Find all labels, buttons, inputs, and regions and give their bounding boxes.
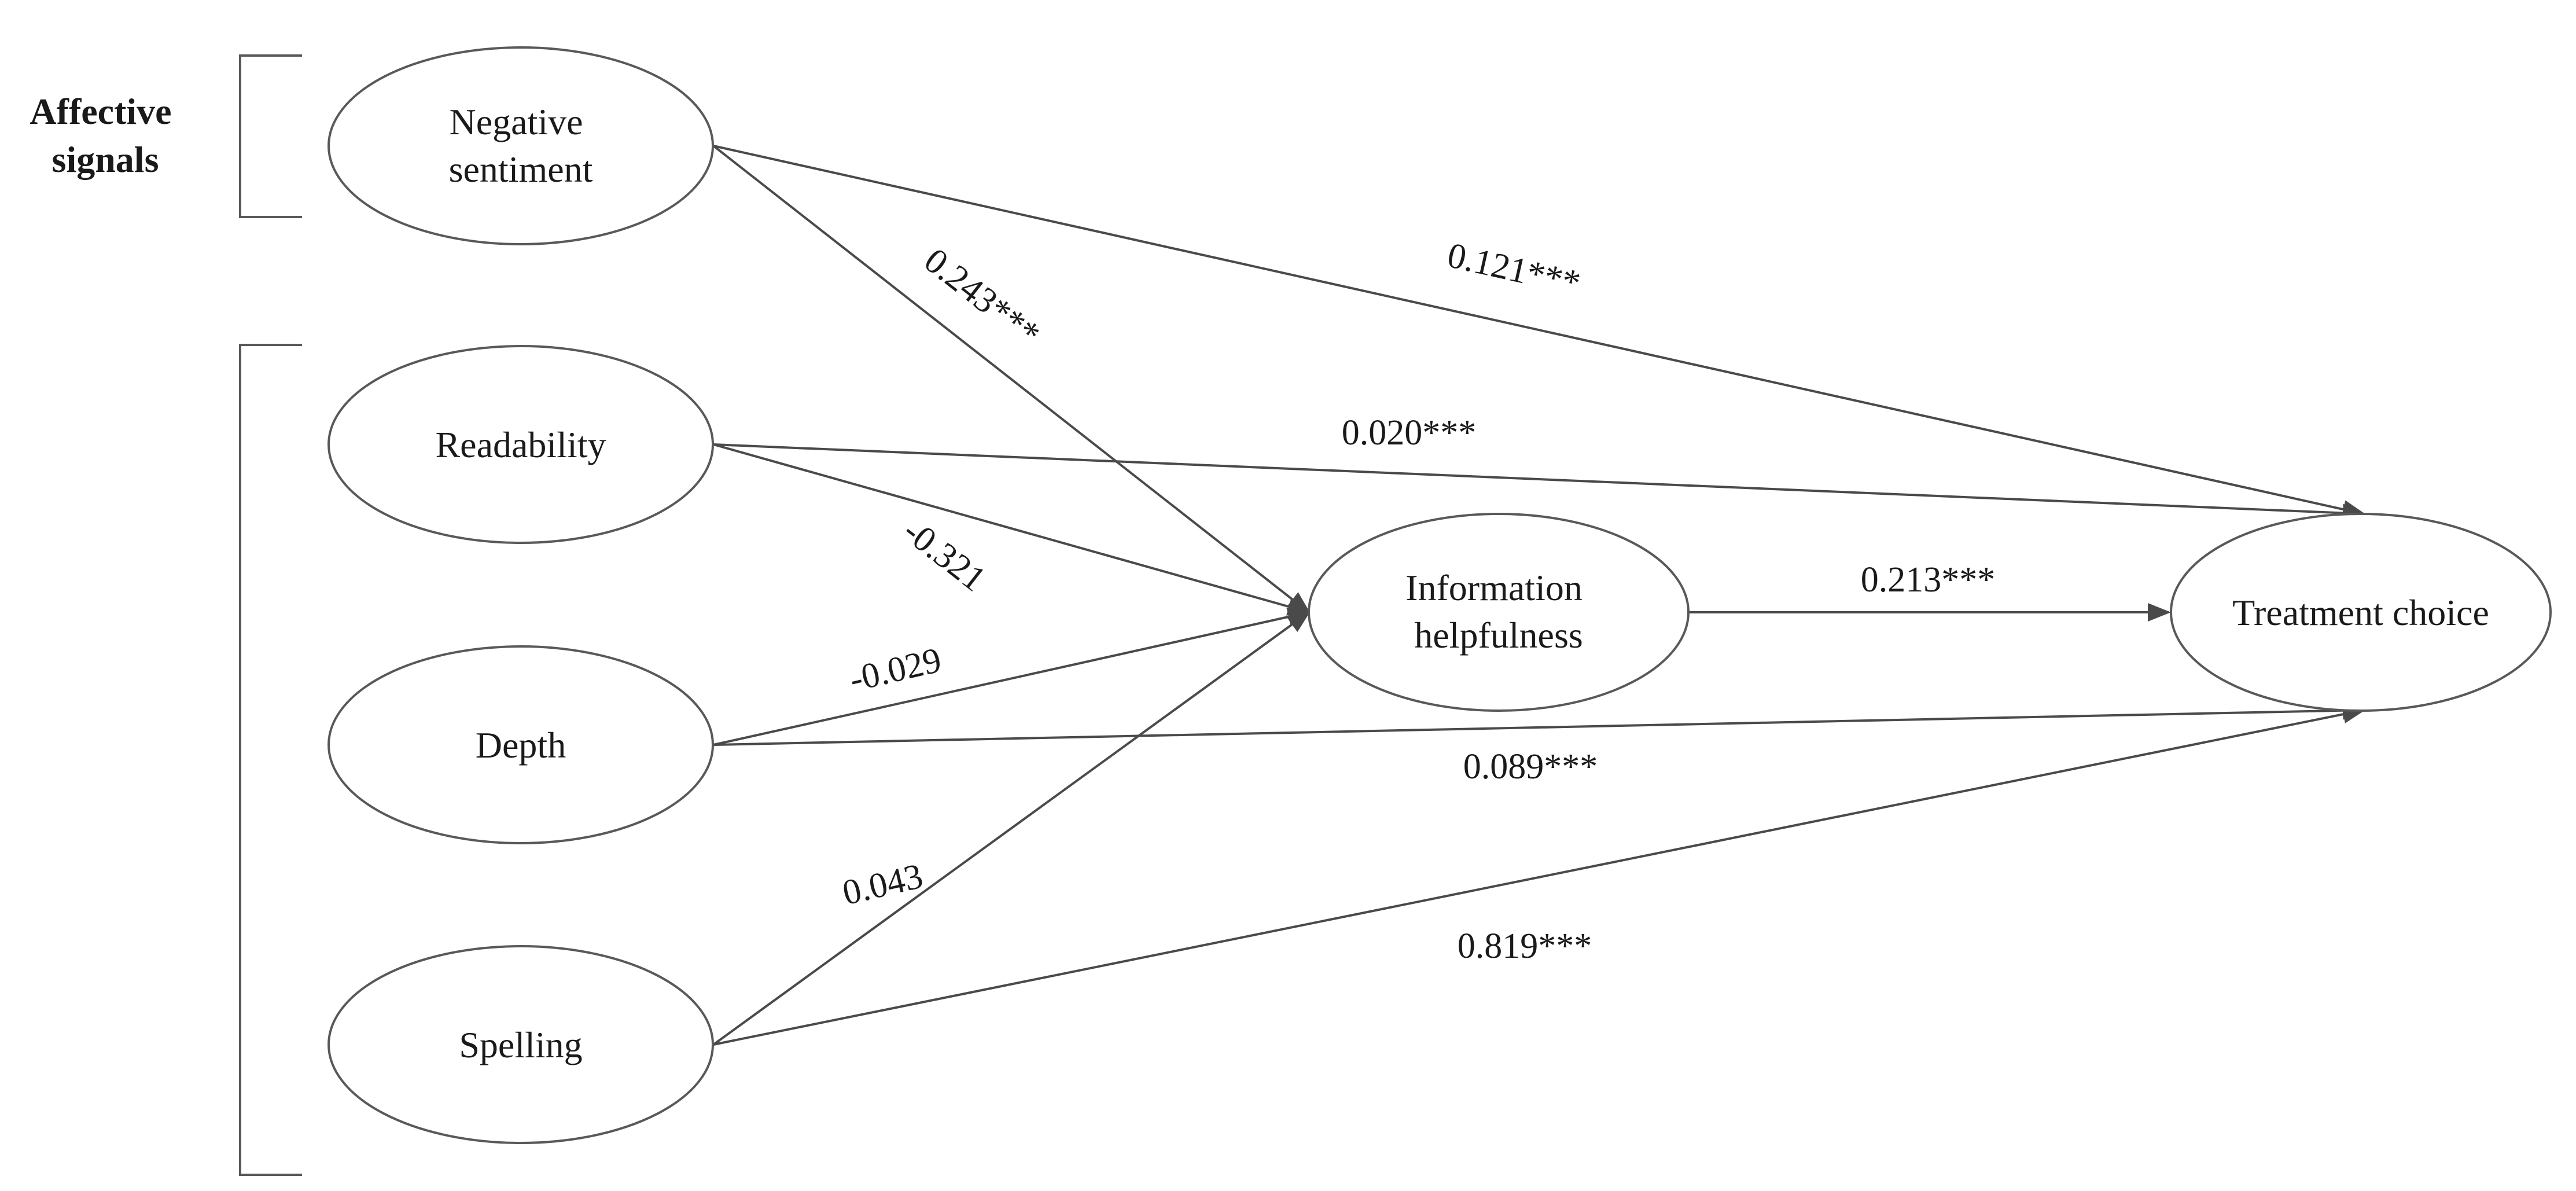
node-negative-sentiment-label-line1: Negative	[450, 101, 583, 142]
label-spelling-to-helpfulness: 0.043	[839, 857, 926, 913]
edge-depth-to-treatment	[713, 701, 2366, 746]
node-depth-shape	[327, 645, 714, 844]
label-negative-to-helpfulness: 0.243***	[917, 241, 1047, 355]
edge-negative-to-helpfulness	[712, 145, 1311, 614]
node-spelling: Spelling	[327, 945, 714, 1144]
edge-spelling-to-treatment	[713, 705, 2366, 1046]
affective-signals-label-line1: Affective	[30, 91, 171, 132]
edge-depth-to-helpfulness	[713, 608, 1311, 746]
label-spelling-to-treatment: 0.819***	[1458, 927, 1592, 966]
node-readability-shape	[327, 345, 714, 544]
label-negative-to-treatment: 0.121***	[1444, 236, 1584, 303]
label-helpfulness-to-treatment: 0.213***	[1861, 560, 1996, 600]
node-spelling-shape	[327, 945, 714, 1144]
node-readability: Readability	[327, 345, 714, 544]
affective-signals-label: Affective signals	[30, 91, 181, 180]
node-readability-label: Readability	[435, 424, 606, 465]
node-negative-sentiment-shape	[327, 46, 714, 245]
node-negative-sentiment-label: Negative sentiment	[449, 101, 593, 190]
node-information-helpfulness-label: Information helpfulness	[1405, 567, 1592, 656]
node-negative-sentiment: Negative sentiment	[327, 46, 714, 245]
node-treatment-choice-shape	[2170, 513, 2552, 712]
edge-readability-to-treatment	[713, 443, 2366, 523]
informational-signals-bracket	[239, 344, 302, 1176]
node-treatment-choice-label: Treatment choice	[2232, 592, 2489, 633]
edge-negative-to-treatment	[713, 145, 2366, 519]
label-depth-to-treatment: 0.089***	[1463, 747, 1598, 786]
affective-signals-label-line2: signals	[52, 139, 159, 180]
node-spelling-label: Spelling	[459, 1024, 582, 1065]
node-information-helpfulness-label-line1: Information	[1405, 567, 1583, 608]
node-information-helpfulness-shape	[1308, 513, 1690, 712]
label-depth-to-helpfulness: -0.029	[846, 640, 945, 699]
node-information-helpfulness: Information helpfulness	[1308, 513, 1690, 712]
affective-signals-bracket	[239, 54, 302, 218]
node-negative-sentiment-label-line2: sentiment	[449, 149, 593, 190]
label-readability-to-treatment: 0.020***	[1342, 413, 1477, 453]
node-depth: Depth	[327, 645, 714, 844]
edge-readability-to-helpfulness	[713, 443, 1311, 616]
label-readability-to-helpfulness: -0.321	[896, 511, 993, 599]
edge-spelling-to-helpfulness	[712, 611, 1311, 1046]
node-depth-label: Depth	[476, 725, 566, 766]
node-information-helpfulness-label-line2: helpfulness	[1414, 615, 1583, 656]
node-treatment-choice: Treatment choice	[2170, 513, 2552, 712]
